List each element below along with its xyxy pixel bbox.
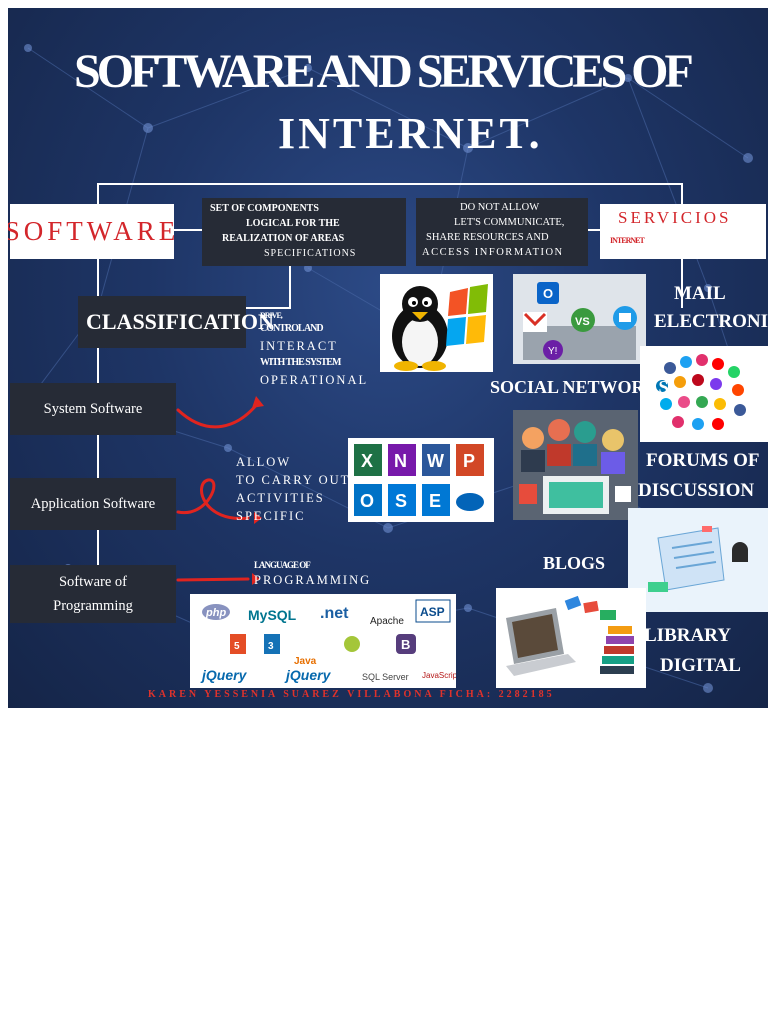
service-forums-line: DISCUSSION bbox=[638, 480, 755, 501]
service-library-line: DIGITAL bbox=[660, 655, 741, 676]
author-credit: KAREN YESSENIA SUAREZ VILLABONA FICHA: 2… bbox=[148, 689, 555, 700]
software-box: SOFTWARE bbox=[8, 204, 175, 259]
svg-text:php: php bbox=[205, 607, 226, 619]
forum-illustration bbox=[628, 508, 768, 612]
system-software-box: System Software bbox=[10, 383, 176, 435]
title-line-2: INTERNET. bbox=[278, 109, 543, 158]
desc-line: TO CARRY OUT bbox=[236, 473, 351, 487]
service-mail-line: ELECTRONIC bbox=[654, 311, 768, 332]
service-library-line: LIBRARY bbox=[644, 625, 731, 646]
library-books-image bbox=[496, 588, 646, 688]
office-apps-image: X N W P O S E bbox=[348, 438, 494, 522]
software-def-line: REALIZATION OF AREAS bbox=[222, 233, 345, 244]
desc-line: SPECIFIC bbox=[236, 509, 306, 523]
svg-text:ASP: ASP bbox=[420, 605, 445, 619]
software-def-line: SPECIFICATIONS bbox=[264, 248, 357, 259]
programming-logos-image: php MySQL .net Apache ASP 5 3 Java B jQu… bbox=[190, 594, 456, 688]
classification-box: CLASSIFICATION bbox=[78, 296, 274, 348]
system-software-description: DRIVE, CONTROL AND INTERACT WITH THE SYS… bbox=[260, 310, 368, 389]
svg-text:B: B bbox=[401, 637, 410, 652]
linux-windows-image bbox=[380, 274, 493, 372]
svg-text:Java: Java bbox=[294, 656, 317, 667]
programming-description: LANGUAGE OF PROGRAMMING bbox=[254, 560, 371, 589]
programming-label-line: Programming bbox=[53, 598, 133, 614]
svg-text:JavaScript: JavaScript bbox=[422, 671, 456, 680]
software-def-line: SET OF COMPONENTS bbox=[210, 203, 319, 214]
service-forums: FORUMS OF DISCUSSION bbox=[638, 446, 759, 506]
servicios-box: SERVICIOS INTERNET bbox=[600, 204, 766, 259]
svg-text:S: S bbox=[395, 491, 407, 511]
programming-label-line: Software of bbox=[58, 574, 128, 590]
email-icons: O VS Y! bbox=[523, 282, 637, 360]
laptop-books-icon bbox=[506, 595, 634, 676]
service-blogs: BLOGS bbox=[543, 553, 606, 573]
svg-text:.net: .net bbox=[320, 605, 349, 622]
forum-image bbox=[628, 508, 768, 612]
desc-line: OPERATIONAL bbox=[260, 373, 369, 387]
social-network-image bbox=[513, 410, 638, 520]
desc-line: DRIVE, bbox=[260, 311, 283, 320]
desc-line: ACTIVITIES bbox=[236, 491, 325, 505]
svg-text:N: N bbox=[394, 451, 407, 471]
programming-software-box: Software of Programming bbox=[10, 565, 176, 623]
svg-text:MySQL: MySQL bbox=[248, 607, 297, 623]
svg-text:5: 5 bbox=[234, 641, 240, 652]
people-network-icon bbox=[513, 410, 638, 520]
application-software-box: Application Software bbox=[10, 478, 176, 530]
svg-text:Apache: Apache bbox=[370, 616, 404, 627]
desc-line: WITH THE SYSTEM bbox=[260, 357, 341, 368]
svg-text:P: P bbox=[463, 451, 475, 471]
desc-line: LANGUAGE OF bbox=[254, 560, 311, 570]
office-icons: X N W P O S E bbox=[354, 444, 484, 516]
svg-text:W: W bbox=[427, 451, 444, 471]
svg-text:VS: VS bbox=[575, 316, 590, 328]
svg-text:jQuery: jQuery bbox=[200, 667, 248, 683]
email-apps-image: O VS Y! bbox=[513, 274, 646, 364]
svg-text:X: X bbox=[361, 451, 373, 471]
programming-logos: php MySQL .net Apache ASP 5 3 Java B jQu… bbox=[200, 599, 456, 683]
tux-windows-icon bbox=[392, 284, 488, 371]
software-def-line: LOGICAL FOR THE bbox=[246, 218, 340, 229]
service-forums-line: FORUMS OF bbox=[646, 450, 760, 471]
service-mail-line: MAIL bbox=[674, 283, 726, 304]
desc-line: PROGRAMMING bbox=[254, 573, 372, 587]
svg-text:E: E bbox=[429, 491, 441, 511]
servicios-def-line: DO NOT ALLOW bbox=[460, 202, 540, 213]
desc-line: CONTROL AND bbox=[260, 323, 324, 334]
servicios-def-line: SHARE RESOURCES AND bbox=[426, 232, 549, 243]
infographic-slide: SOFTWARE AND SERVICES OF INTERNET. SOFTW… bbox=[8, 8, 768, 708]
svg-text:O: O bbox=[360, 491, 374, 511]
servicios-definition: DO NOT ALLOW LET'S COMMUNICATE, SHARE RE… bbox=[416, 198, 588, 266]
title-line-1: SOFTWARE AND SERVICES OF bbox=[74, 45, 694, 98]
social-network-icons bbox=[656, 354, 746, 430]
svg-text:jQuery: jQuery bbox=[284, 667, 332, 683]
software-definition: SET OF COMPONENTS LOGICAL FOR THE REALIZ… bbox=[202, 198, 406, 266]
social-icons-image bbox=[640, 346, 768, 442]
service-social-networks: SOCIAL NETWORKS bbox=[490, 377, 669, 397]
svg-text:SQL Server: SQL Server bbox=[362, 672, 409, 682]
application-software-description: ALLOW TO CARRY OUT ACTIVITIES SPECIFIC bbox=[236, 453, 350, 525]
desc-line: INTERACT bbox=[260, 339, 338, 353]
service-mail: MAIL ELECTRONIC bbox=[654, 280, 768, 336]
service-library: LIBRARY DIGITAL bbox=[644, 621, 741, 681]
servicios-label: SERVICIOS bbox=[618, 208, 732, 227]
servicios-sublabel: INTERNET bbox=[610, 236, 645, 245]
svg-text:O: O bbox=[543, 286, 553, 301]
desc-line: ALLOW bbox=[236, 455, 292, 469]
servicios-def-line: ACCESS INFORMATION bbox=[422, 247, 564, 258]
servicios-def-line: LET'S COMMUNICATE, bbox=[454, 217, 565, 228]
svg-text:3: 3 bbox=[268, 641, 274, 652]
svg-text:Y!: Y! bbox=[548, 346, 557, 357]
